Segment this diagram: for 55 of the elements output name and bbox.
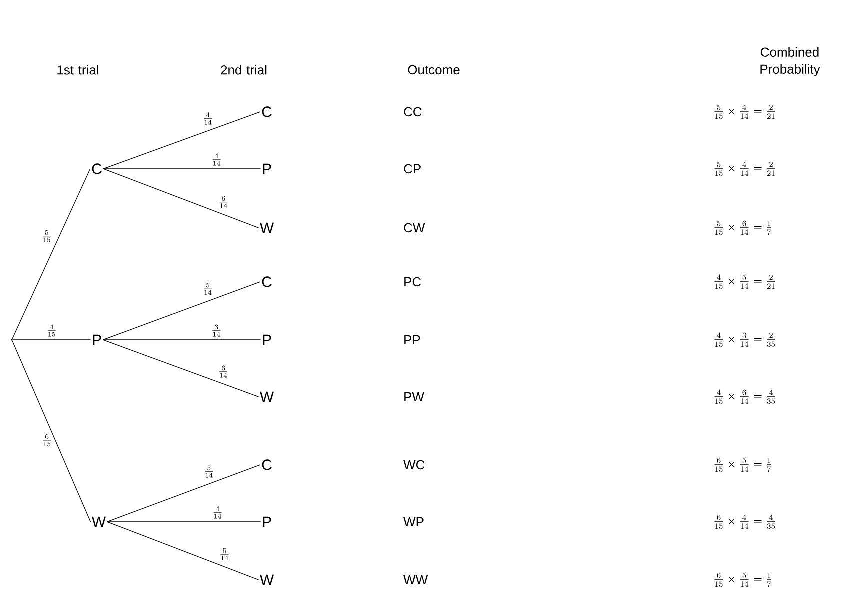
outcome-label: CC bbox=[404, 107, 422, 117]
branch-line bbox=[12, 168, 91, 340]
probability-formula: $\frac{6}{15} \times \frac{5}{14} = \frac{1}{7}$ bbox=[714, 458, 772, 472]
edge-label: $\frac{5}{14}$ bbox=[220, 548, 229, 561]
probability-formula: $\frac{5}{15} \times \frac{4}{14} = \frac{2}{21}$ bbox=[714, 104, 776, 120]
node-letter: W bbox=[92, 516, 106, 528]
outcome-label: WC bbox=[404, 460, 425, 470]
edge-label: $\frac{6}{14}$ bbox=[220, 196, 228, 208]
branch-line bbox=[103, 112, 261, 170]
node-letter: W bbox=[260, 222, 274, 234]
node-letter: P bbox=[263, 516, 272, 528]
node-letter: P bbox=[263, 164, 272, 174]
outcome-label: CW bbox=[404, 223, 426, 233]
probability-formula: $\frac{5}{15} \times \frac{4}{14} = \frac{2}{21}$ bbox=[714, 162, 776, 176]
column-header: 1st trial bbox=[58, 65, 98, 75]
branch-line bbox=[102, 282, 261, 340]
column-header: Outcome bbox=[408, 65, 460, 75]
probability-formula: $\frac{4}{15} \times \frac{3}{14} = \frac{2}{35}$ bbox=[714, 332, 776, 348]
column-header: 2nd trial bbox=[221, 65, 267, 75]
edge-label: $\frac{3}{14}$ bbox=[212, 324, 221, 337]
node-letter: C bbox=[262, 276, 272, 288]
probability-formula: $\frac{5}{15} \times \frac{6}{14} = \frac{1}{7}$ bbox=[714, 220, 772, 236]
edge-label: $\frac{5}{14}$ bbox=[205, 466, 214, 478]
branch-line bbox=[106, 464, 261, 522]
node-letter: C bbox=[92, 164, 102, 174]
probability-formula: $\frac{6}{15} \times \frac{4}{14} = \frac{4}{35}$ bbox=[714, 514, 776, 530]
branch-line bbox=[106, 522, 260, 580]
outcome-label: PW bbox=[404, 392, 424, 402]
node-letter: P bbox=[263, 334, 272, 346]
probability-formula: $\frac{4}{15} \times \frac{5}{14} = \frac{2}{21}$ bbox=[714, 274, 776, 290]
column-header: Combined Probability bbox=[760, 47, 820, 77]
edge-label: $\frac{4}{15}$ bbox=[48, 324, 56, 337]
node-letter: W bbox=[260, 392, 274, 402]
outcome-label: PC bbox=[404, 277, 422, 287]
node-letter: C bbox=[262, 106, 272, 118]
node-letter: C bbox=[262, 460, 272, 470]
branch-line bbox=[103, 168, 262, 170]
outcome-label: CP bbox=[404, 164, 421, 174]
edge-label: $\frac{5}{15}$ bbox=[42, 230, 51, 242]
probability-formula: $\frac{6}{15} \times \frac{5}{14} = \frac{1}{7}$ bbox=[714, 572, 772, 588]
edge-label: $\frac{6}{15}$ bbox=[43, 434, 52, 447]
outcome-label: WP bbox=[404, 518, 424, 526]
branch-line bbox=[12, 340, 92, 522]
outcome-label: WW bbox=[404, 576, 428, 584]
edge-label: $\frac{4}{14}$ bbox=[212, 154, 221, 166]
edge-label: $\frac{4}{14}$ bbox=[214, 506, 222, 519]
node-letter: W bbox=[260, 574, 274, 586]
probability-formula: $\frac{4}{15} \times \frac{6}{14} = \frac{4}{35}$ bbox=[714, 390, 776, 404]
node-letter: P bbox=[93, 334, 102, 346]
edge-label: $\frac{5}{14}$ bbox=[204, 283, 212, 296]
edge-label: $\frac{4}{14}$ bbox=[204, 112, 212, 125]
branch-line bbox=[102, 340, 260, 398]
branch-line bbox=[103, 168, 260, 228]
outcome-label: PP bbox=[404, 336, 420, 344]
edge-label: $\frac{6}{14}$ bbox=[220, 366, 228, 378]
